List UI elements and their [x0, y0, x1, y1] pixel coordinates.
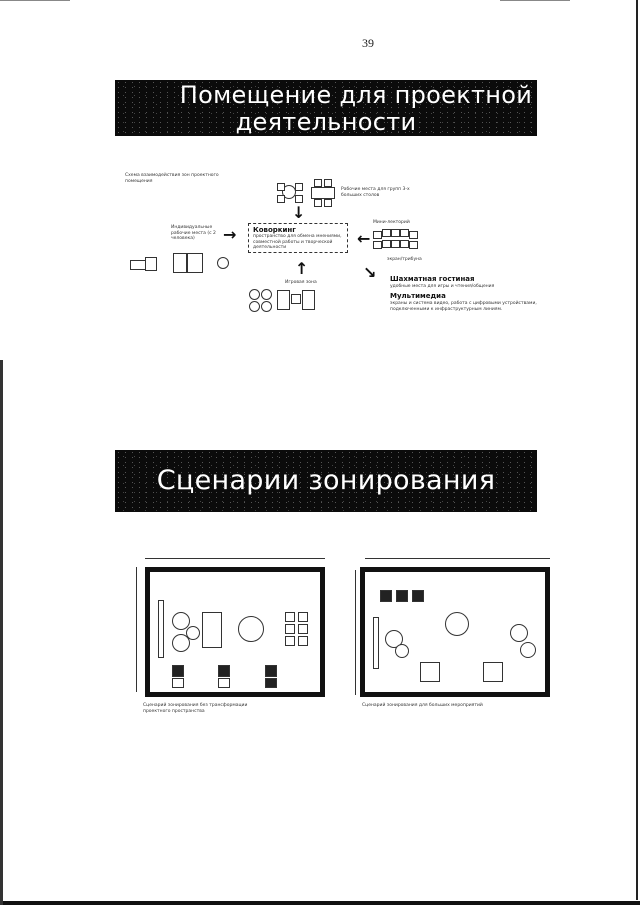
plan1-workstation — [265, 665, 277, 677]
plan2-round-table — [445, 612, 469, 636]
plan1-workstation — [265, 678, 277, 688]
section-banner-zoning: Сценарии зонирования — [115, 450, 537, 512]
arrow-diagonal-icon: ↘ — [363, 263, 377, 282]
chess-room-description: удобные места для игры и чтения/общения — [390, 284, 495, 289]
plan1-caption-line1: Сценарий зонирования без трансформации — [143, 703, 248, 708]
plan1-workstation — [172, 678, 184, 688]
plan2-wall-shelf — [373, 617, 379, 669]
plan2-workstation — [396, 590, 408, 602]
floor-plan-scenario-2 — [360, 567, 550, 697]
plan1-caption-line2: проектного пространства — [143, 709, 205, 714]
coworking-title: Коворкинг — [253, 226, 296, 234]
plan2-caption: Сценарий зонирования для больших меропри… — [362, 703, 483, 708]
plan2-armchair — [385, 630, 403, 648]
section-banner-project-room: Помещение для проектной деятельности — [115, 80, 537, 136]
plan2-workstation — [412, 590, 424, 602]
diagram-caption-right: Мини-лекторий — [373, 220, 410, 225]
plan1-chair — [298, 636, 308, 646]
plan1-workstation — [218, 665, 230, 677]
plan2-dimension-height — [355, 570, 356, 695]
plan2-armchair — [520, 642, 536, 658]
scan-border-right — [636, 0, 638, 900]
diagram-caption-top-right: Рабочие места для групп 3-х больших стол… — [341, 187, 410, 198]
banner-title-line2: деятельности — [235, 108, 417, 136]
plan1-chair — [285, 624, 295, 634]
plan2-armchair — [395, 644, 409, 658]
plan2-armchair — [510, 624, 528, 642]
arrow-down-icon: ↓ — [292, 203, 306, 222]
arrow-up-icon: ↑ — [295, 259, 309, 278]
arrow-left-icon: ← — [357, 229, 371, 248]
plan1-dimension-width — [145, 558, 325, 559]
arrow-right-icon: → — [223, 225, 237, 244]
plan1-workstation — [172, 665, 184, 677]
scan-border-bottom — [0, 901, 640, 905]
floor-plan-scenario-1 — [145, 567, 325, 697]
page-number: 39 — [362, 36, 374, 50]
plan2-table — [420, 662, 440, 682]
banner-title-zoning: Сценарии зонирования — [156, 465, 496, 496]
plan1-workstation — [218, 678, 230, 688]
scan-line-top-right — [500, 0, 570, 1]
plan1-chair — [298, 612, 308, 622]
plan1-armchair — [172, 634, 190, 652]
plan1-chair — [285, 612, 295, 622]
plan1-armchair — [172, 612, 190, 630]
multimedia-title: Мультимедиа — [390, 292, 446, 300]
diagram-caption-bottom: Игровая зона — [285, 280, 317, 285]
coworking-description: пространство для обмена мнениями, совмес… — [253, 234, 342, 250]
banner-title-line1: Помещение для проектной — [179, 81, 533, 109]
zone-interaction-diagram: Схема взаимодействия зон проектного поме… — [125, 165, 545, 355]
plan1-round-table — [238, 616, 264, 642]
chess-room-title: Шахматная гостиная — [390, 275, 475, 283]
multimedia-description: экраны и система видео, работа с цифровы… — [390, 301, 537, 312]
plan1-armchair — [186, 626, 200, 640]
plan2-table — [483, 662, 503, 682]
plan1-wall-shelf — [158, 600, 164, 658]
diagram-caption-left: Индивидуальные рабочие места (с 2 челове… — [171, 225, 216, 241]
scan-line-top-left — [0, 0, 70, 1]
coworking-box: Коворкинг пространство для обмена мнения… — [248, 223, 348, 253]
plan2-dimension-width — [365, 558, 550, 559]
plan1-chair — [298, 624, 308, 634]
scan-border-left — [0, 360, 3, 905]
plan1-dimension-height — [136, 567, 137, 692]
plan1-sofa-table — [202, 612, 222, 648]
diagram-subcaption-right: экран/трибуна — [387, 257, 422, 262]
plan1-chair — [285, 636, 295, 646]
diagram-caption-top-left: Схема взаимодействия зон проектного поме… — [125, 173, 219, 184]
plan2-workstation — [380, 590, 392, 602]
plan1-caption: Сценарий зонирования без трансформации п… — [143, 703, 273, 715]
